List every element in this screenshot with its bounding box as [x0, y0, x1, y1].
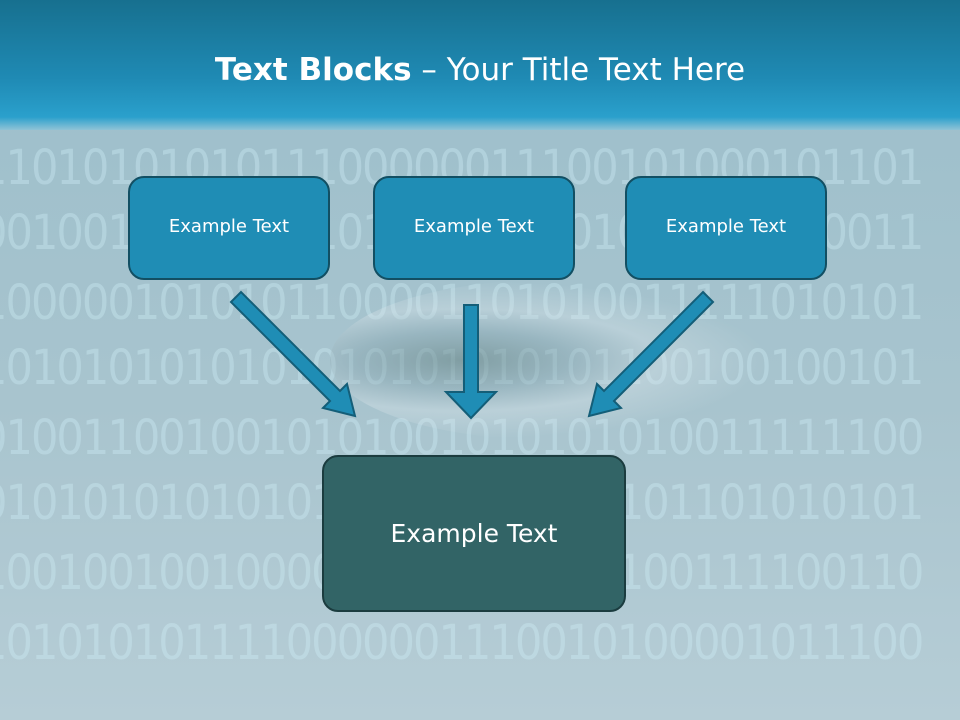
text-block-2[interactable]: Example Text	[373, 176, 575, 280]
title-bar	[0, 0, 960, 130]
arrow-right	[587, 290, 715, 418]
arrow-center	[443, 304, 499, 420]
arrow-left	[229, 290, 357, 418]
title-rest: – Your Title Text Here	[411, 52, 746, 88]
text-block-1[interactable]: Example Text	[128, 176, 330, 280]
text-block-3[interactable]: Example Text	[625, 176, 827, 280]
result-block[interactable]: Example Text	[322, 455, 626, 612]
background-binary-row: 1010101011110000001110010100001011100	[0, 615, 924, 671]
slide-title: Text Blocks – Your Title Text Here	[0, 52, 960, 88]
title-bold: Text Blocks	[214, 52, 412, 88]
